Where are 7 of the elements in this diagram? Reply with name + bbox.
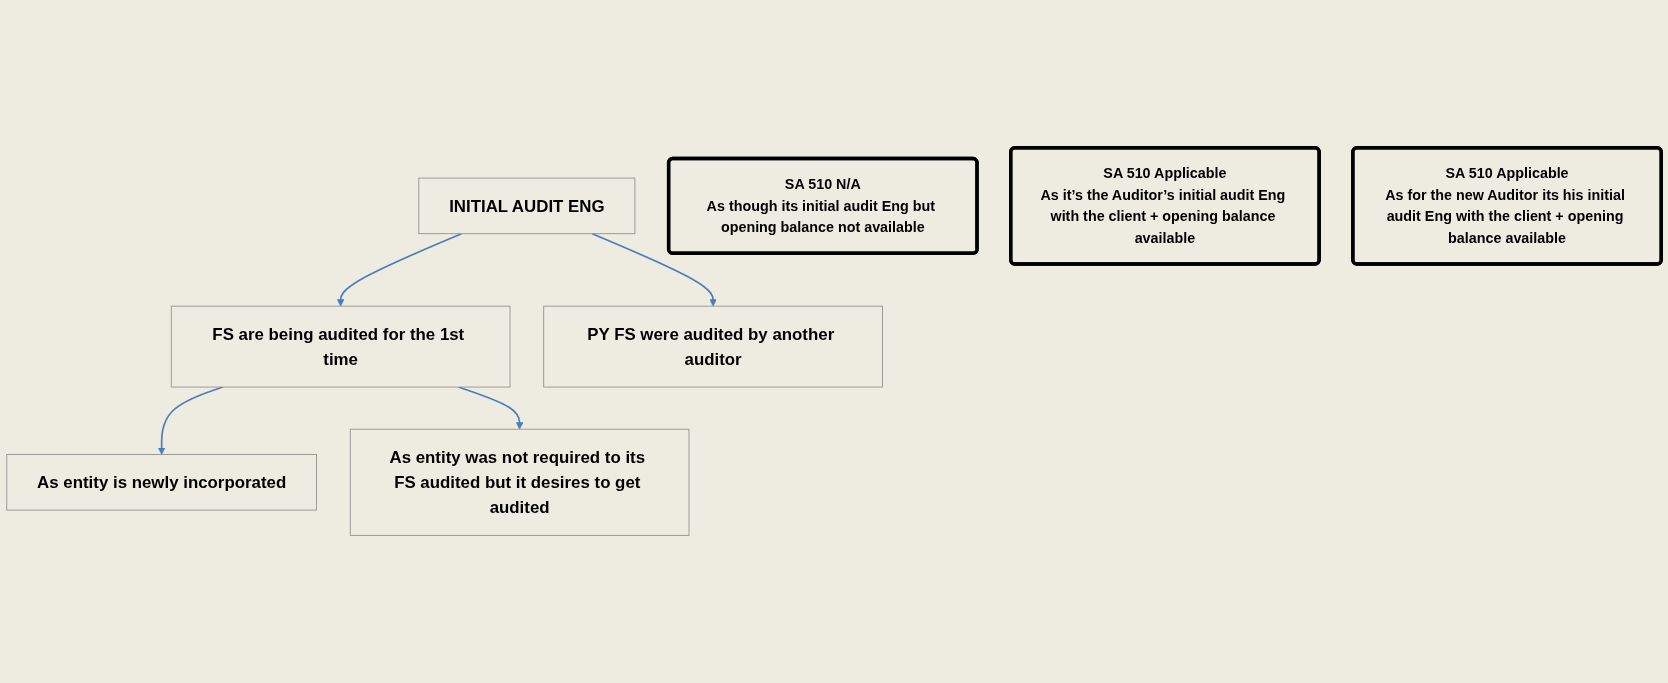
node-box: INITIAL AUDIT ENG [418,177,636,235]
node-box: As entity is newly incorporated [6,454,317,511]
node-box: PY FS were audited by another auditor [543,305,883,388]
node-box: FS are being audited for the 1st time [170,305,511,388]
node-box: As entity was not required to its FS audited but it desires to get audited [349,428,690,536]
arrow [336,232,463,307]
arrow [591,232,717,307]
